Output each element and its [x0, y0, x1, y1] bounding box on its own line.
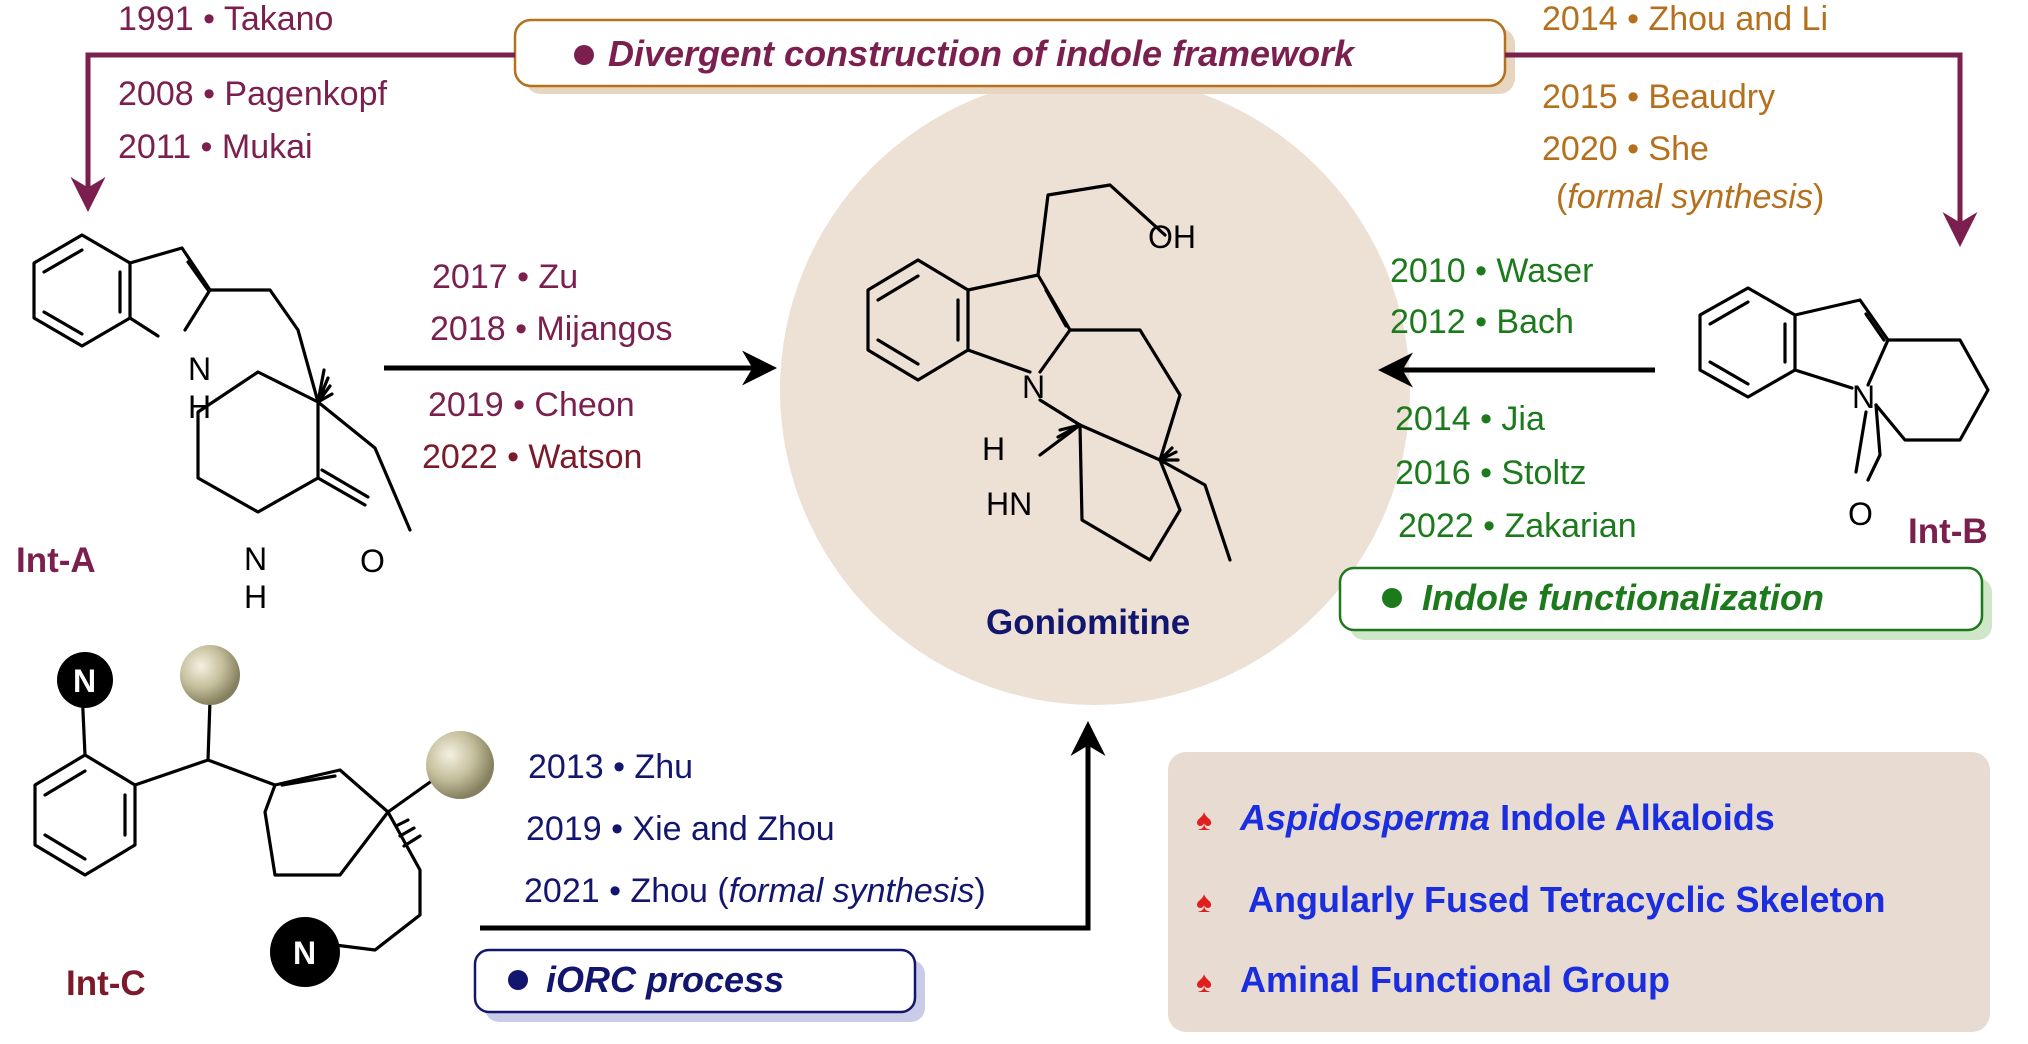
- ref-takano: 1991 • Takano: [118, 0, 333, 38]
- arrow-to-int-a: [70, 52, 515, 212]
- arrow-int-c-to-target: [480, 721, 1106, 931]
- arrow-to-int-b: [1505, 52, 1978, 247]
- divergent-banner-label: Divergent construction of indole framewo…: [608, 33, 1356, 74]
- target-label: Goniomitine: [986, 603, 1190, 642]
- atom-label: N: [1022, 369, 1045, 405]
- bullet-dot: [508, 970, 528, 990]
- spade-bullet: ♠: [1196, 886, 1212, 919]
- int-b-structure: N O: [1698, 286, 1990, 532]
- atom-label: H: [188, 389, 211, 425]
- atom-label: N: [244, 541, 267, 577]
- ref-jia: 2014 • Jia: [1395, 400, 1545, 438]
- substituent-sphere: [426, 731, 494, 799]
- ref-she-note: (formal synthesis): [1556, 178, 1824, 216]
- int-a-label: Int-A: [16, 541, 96, 580]
- iorc-label: iORC process: [546, 959, 784, 1000]
- atom-label: N: [73, 663, 96, 699]
- spade-bullet: ♠: [1196, 804, 1212, 837]
- iorc-banner: iORC process: [473, 948, 925, 1022]
- atom-label: N: [188, 351, 211, 387]
- feature-aminal: Aminal Functional Group: [1240, 959, 1670, 1000]
- atom-label: H: [244, 579, 267, 615]
- divergent-banner: Divergent construction of indole framewo…: [513, 18, 1515, 94]
- bullet-dot: [574, 45, 594, 65]
- features-panel: ♠ Aspidosperma Indole Alkaloids ♠ Angula…: [1168, 752, 1990, 1032]
- target-highlight-circle: [780, 75, 1410, 705]
- ref-she: 2020 • She: [1542, 130, 1709, 168]
- atom-label: O: [1848, 496, 1873, 532]
- substituent-sphere: [180, 645, 240, 705]
- spade-bullet: ♠: [1196, 966, 1212, 999]
- ref-zakarian: 2022 • Zakarian: [1398, 507, 1637, 545]
- ref-pagenkopf: 2008 • Pagenkopf: [118, 75, 388, 113]
- ref-zu: 2017 • Zu: [432, 258, 578, 296]
- feature-aspidosperma: Aspidosperma Indole Alkaloids: [1239, 797, 1775, 838]
- indole-functionalization-label: Indole functionalization: [1422, 577, 1824, 618]
- atom-label: H: [982, 431, 1005, 467]
- amine-node-bottom: [270, 917, 340, 987]
- int-c-structure: N N: [33, 645, 494, 987]
- feature-tetracyclic: Angularly Fused Tetracyclic Skeleton: [1248, 879, 1886, 920]
- ref-zhou-2021: 2021 • Zhou (formal synthesis): [524, 872, 986, 910]
- amine-node-top: [57, 652, 113, 708]
- bullet-dot: [1382, 588, 1402, 608]
- ref-mukai: 2011 • Mukai: [118, 128, 313, 166]
- atom-label: N: [1852, 379, 1875, 415]
- int-c-label: Int-C: [66, 964, 146, 1003]
- ref-cheon: 2019 • Cheon: [428, 386, 635, 424]
- atom-label: OH: [1148, 219, 1196, 255]
- ref-zhu: 2013 • Zhu: [528, 748, 693, 786]
- ref-xie-zhou: 2019 • Xie and Zhou: [526, 810, 835, 848]
- indole-functionalization-banner: Indole functionalization: [1338, 566, 1992, 640]
- atom-label: N: [293, 935, 316, 971]
- int-b-label: Int-B: [1908, 512, 1988, 551]
- ref-zhou-li: 2014 • Zhou and Li: [1542, 0, 1828, 38]
- atom-label: HN: [986, 486, 1032, 522]
- ref-watson: 2022 • Watson: [422, 438, 642, 476]
- atom-label: O: [360, 543, 385, 579]
- ref-mijangos: 2018 • Mijangos: [430, 310, 673, 348]
- ref-stoltz: 2016 • Stoltz: [1395, 454, 1586, 492]
- ref-beaudry: 2015 • Beaudry: [1542, 78, 1775, 116]
- ref-waser: 2010 • Waser: [1390, 252, 1593, 290]
- ref-bach: 2012 • Bach: [1390, 303, 1574, 341]
- int-a-structure: N H N H O: [32, 233, 412, 615]
- goniomitine-structure: OH N H HN: [866, 183, 1232, 562]
